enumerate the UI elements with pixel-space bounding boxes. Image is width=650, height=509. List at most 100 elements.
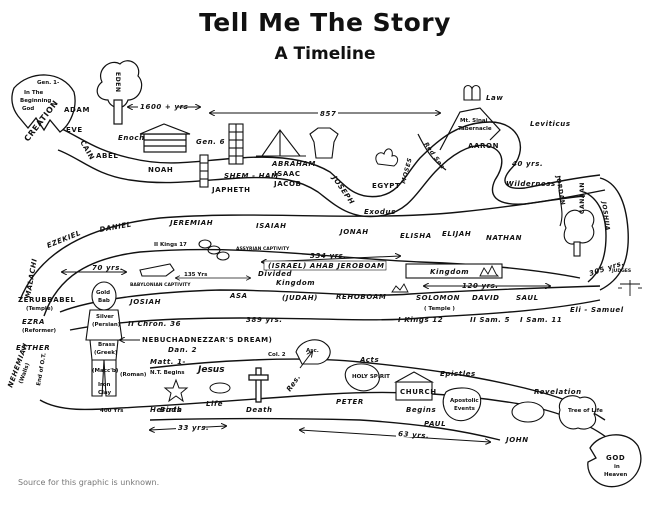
label-silver: Silver (96, 314, 114, 320)
coat-of-colors-icon (309, 127, 339, 159)
label-esther: ESTHER (16, 344, 50, 352)
label-persian: (Persian) (92, 322, 121, 328)
label-canaan: CANAAN (579, 182, 586, 214)
label-death: Death (246, 406, 273, 414)
label-nebuchadnezzar: NEBUCHADNEZZAR'S DREAM) (142, 336, 272, 344)
label-tabernacle: Tabernacle (458, 126, 492, 132)
label-temple-s: ( Temple ) (424, 306, 455, 312)
label-judah: (JUDAH) (282, 294, 318, 302)
label-clay: Clay (98, 390, 111, 396)
label-jacob: JACOB (273, 180, 301, 188)
page-title: Tell Me The Story (199, 8, 451, 37)
flood-wall-icon (199, 154, 209, 188)
label-jonah: JONAH (338, 228, 369, 236)
label-jeremiah: JEREMIAH (168, 219, 213, 227)
tree-of-life-icon (558, 395, 597, 430)
chain-icon (198, 239, 230, 261)
label-greek: (Greek) (94, 350, 118, 356)
band1-road (57, 121, 606, 218)
label-asa: ASA (229, 292, 248, 300)
label-jordan: JORDAN (554, 174, 566, 206)
canaan-tree-icon (563, 209, 595, 257)
label-isaiah: ISAIAH (256, 222, 287, 230)
label-god-heaven-2: in (614, 464, 620, 470)
label-epistles: Epistles (440, 370, 476, 378)
holy-spirit-icon (344, 363, 380, 392)
label-brass: Brass (98, 342, 116, 348)
label-law: Law (486, 94, 503, 102)
label-begins: Begins (406, 406, 436, 414)
church-icon (393, 371, 435, 401)
label-cain: CAIN (78, 139, 96, 162)
label-elisha: ELISHA (400, 232, 432, 240)
label-gen6: Gen. 6 (196, 138, 225, 146)
label-joseph: JOSEPH (329, 173, 356, 206)
label-divided: Divided (258, 270, 293, 278)
label-bab: Bab (98, 298, 110, 304)
label-japheth: JAPHETH (211, 186, 251, 194)
label-eli-samuel: Eli - Samuel (570, 306, 624, 314)
label-matt1: Matt. 1- (150, 358, 186, 366)
label-leviticus: Leviticus (530, 120, 571, 128)
dream-statue-icon (85, 281, 123, 397)
label-beginning: Beginning (20, 98, 51, 104)
label-john: JOHN (504, 436, 529, 444)
label-birth: Birth (160, 406, 183, 414)
label-nt-begins: N.T. Begins (150, 370, 185, 376)
label-rehoboam: REHOBOAM (336, 293, 386, 301)
label-herods: Herods (150, 406, 182, 414)
label-paul: PAUL (424, 420, 446, 428)
noah-ark-icon (139, 123, 191, 153)
cross-icon (248, 367, 269, 403)
label-span-135: 135 Yrs (184, 272, 208, 278)
label-nathan: NATHAN (486, 234, 522, 242)
label-elijah: ELIJAH (442, 230, 471, 238)
label-divided-kingdom: Kingdom (276, 279, 315, 287)
label-exodus: Exodus (364, 208, 396, 216)
label-wilderness: Wilderness (506, 180, 556, 188)
label-gold: Gold (96, 290, 110, 296)
label-god-heaven-3: Heaven (604, 472, 627, 478)
label-span-857: 857 (320, 110, 336, 118)
label-gen1: Gen. 1- (37, 80, 59, 86)
label-acts: Acts (359, 356, 379, 364)
rent-crown-icon (391, 283, 409, 293)
label-malachi: MALACHI (24, 258, 39, 299)
label-life: Life (206, 400, 223, 408)
label-span-389: 389 yrs. (246, 316, 283, 324)
label-david: DAVID (472, 294, 500, 302)
label-tree-of-life: Tree of Life (568, 408, 603, 414)
tent-icon (256, 129, 306, 157)
label-ii-kings17: II Kings 17 (154, 242, 187, 248)
label-i-kings12: I Kings 12 (398, 316, 443, 324)
label-enoch: Enoch (118, 134, 145, 142)
burning-bush-icon (375, 148, 399, 167)
label-roman: (Roman) (120, 372, 147, 378)
label-ezekiel: EZEKIEL (46, 229, 82, 250)
ascension-icon (295, 339, 331, 369)
label-israel-ahab: (ISRAEL) AHAB JEROBOAM (268, 262, 385, 270)
label-judges: JUDGES (611, 268, 631, 274)
sandal-icon (139, 263, 175, 277)
label-joshua: JOSHUA (600, 200, 611, 231)
label-isaac: ISAAC (274, 170, 301, 178)
star-icon (163, 378, 189, 403)
label-revelation: Revelation (534, 388, 582, 396)
label-mt-sinai: Mt. Sinai (460, 118, 488, 124)
label-40yrs: 40 yrs. (512, 160, 543, 168)
label-dan2: Dan. 2 (168, 346, 197, 354)
label-70yrs: 70 yrs. (92, 264, 123, 272)
label-adam: ADAM (64, 106, 90, 114)
label-saul: SAUL (516, 294, 539, 302)
label-maccb: (Macc'b) (92, 368, 119, 374)
label-jesus: Jesus (196, 365, 225, 375)
label-eden: EDEN (114, 72, 121, 93)
kingdom-crown-box (405, 263, 503, 279)
label-abraham: ABRAHAM (271, 160, 316, 168)
label-temple-z: (Temple) (26, 306, 54, 312)
label-res: Res. (285, 373, 302, 393)
label-ii-sam5: II Sam. 5 (470, 316, 510, 324)
label-in-the: In The (24, 90, 44, 96)
